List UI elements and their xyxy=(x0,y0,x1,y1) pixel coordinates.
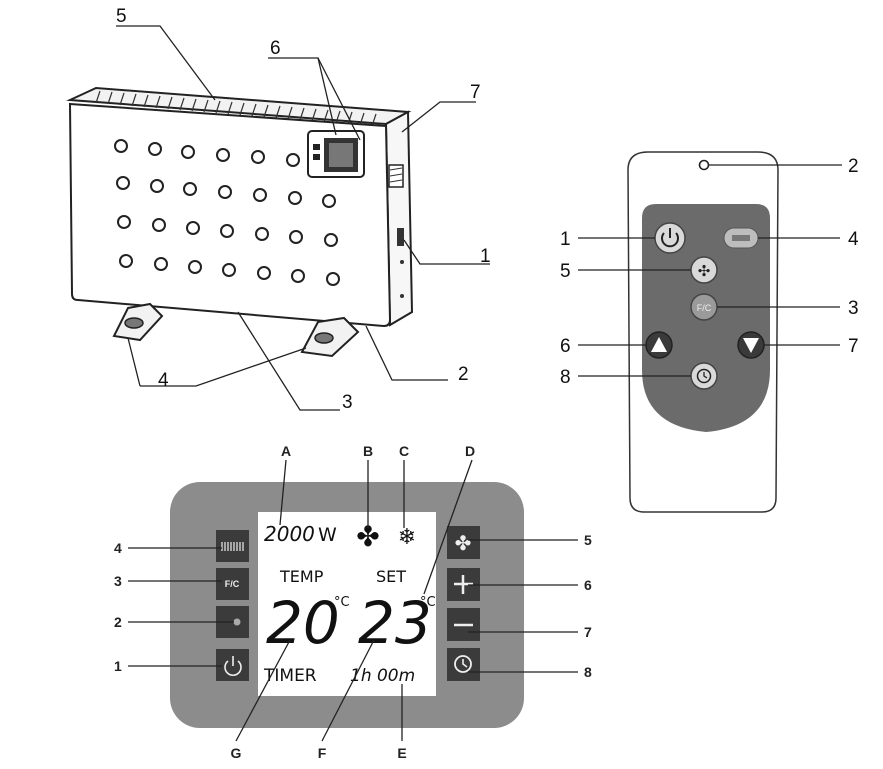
remote-callout: 5 xyxy=(560,261,571,282)
heater-callout: 7 xyxy=(470,82,481,103)
panel-heat-button[interactable] xyxy=(216,530,249,562)
remote-callout: 1 xyxy=(560,229,571,250)
snowflake-icon: ❄ xyxy=(398,525,416,550)
heat-level-icon xyxy=(732,235,750,241)
clock-icon xyxy=(696,368,712,384)
set-temperature-unit: °C xyxy=(420,595,436,610)
power-readout: 2000 xyxy=(264,522,315,546)
remote-control: ✣ F/C xyxy=(627,151,779,513)
remote-leader-lines xyxy=(578,164,842,377)
remote-callout-labels: 2 1 4 5 3 6 7 8 xyxy=(560,156,859,388)
control-panel: F/C ✤ 2000 xyxy=(170,482,524,728)
panel-callout: 1 xyxy=(114,658,122,674)
panel-minus-button[interactable] xyxy=(447,608,480,641)
temp-label: TEMP xyxy=(279,567,324,586)
panel-callout: 7 xyxy=(584,624,592,640)
clock-icon xyxy=(454,655,472,673)
remote-callout: 4 xyxy=(848,229,859,250)
triangle-down-icon xyxy=(743,338,759,353)
heater-callout: 3 xyxy=(342,392,353,413)
room-temperature: 20 xyxy=(266,589,340,657)
remote-down-button[interactable] xyxy=(737,331,765,359)
remote-callout: 3 xyxy=(848,298,859,319)
panel-power-button[interactable] xyxy=(216,649,249,681)
panel-letter: A xyxy=(281,443,291,459)
panel-fan-button[interactable]: ✤ xyxy=(447,526,480,559)
heat-level-icon xyxy=(221,542,244,551)
panel-callout: 6 xyxy=(584,577,592,593)
remote-power-button[interactable] xyxy=(654,222,686,254)
remote-callout: 6 xyxy=(560,336,571,357)
ir-sensor-icon xyxy=(698,159,710,171)
panel-letter: B xyxy=(363,443,373,459)
indicator-dot-icon xyxy=(233,618,241,626)
panel-callout: 3 xyxy=(114,573,122,589)
fan-icon: ✤ xyxy=(455,531,472,555)
timer-label: TIMER xyxy=(263,666,317,686)
heater-callout: 4 xyxy=(158,370,169,391)
heater-callout: 2 xyxy=(458,364,469,385)
timer-readout: 1h 00m xyxy=(350,666,415,686)
panel-callout: 8 xyxy=(584,664,592,680)
heater-callout: 5 xyxy=(116,6,127,27)
heater-illustration xyxy=(66,86,414,358)
set-label: SET xyxy=(376,567,406,586)
svg-text:F/C: F/C xyxy=(225,579,240,589)
panel-leader-lines xyxy=(128,459,578,742)
heater-callout-labels: 5 6 7 1 2 3 4 xyxy=(116,6,491,413)
panel-letter: G xyxy=(231,745,242,761)
power-unit: W xyxy=(318,524,337,546)
remote-fc-button[interactable]: F/C xyxy=(690,293,718,321)
panel-callout: 2 xyxy=(114,614,122,630)
panel-letter: E xyxy=(397,745,406,761)
triangle-up-icon xyxy=(651,337,667,352)
panel-letter: D xyxy=(465,443,475,459)
remote-heat-button[interactable] xyxy=(723,227,759,249)
panel-letter-labels: A B C D E F G xyxy=(231,443,476,761)
lcd-screen xyxy=(258,512,436,696)
panel-fc-button[interactable]: F/C xyxy=(216,568,249,600)
panel-letter: F xyxy=(318,745,327,761)
remote-callout: 2 xyxy=(848,156,859,177)
fan-mode-icon: ✤ xyxy=(356,520,379,553)
remote-callout: 7 xyxy=(848,336,859,357)
heater-callout: 1 xyxy=(480,246,491,267)
remote-callout: 8 xyxy=(560,367,571,388)
panel-letter: C xyxy=(399,443,409,459)
heater-callout: 6 xyxy=(270,38,281,59)
remote-timer-button[interactable] xyxy=(690,362,718,390)
panel-number-labels: 4 3 2 1 5 6 7 8 xyxy=(114,532,592,680)
panel-callout: 4 xyxy=(114,540,122,556)
set-temperature: 23 xyxy=(358,589,432,657)
svg-text:F/C: F/C xyxy=(697,303,712,313)
fan-icon: ✣ xyxy=(698,262,711,280)
remote-fan-button[interactable]: ✣ xyxy=(690,256,718,284)
panel-timer-button[interactable] xyxy=(447,648,480,681)
room-temperature-unit: °C xyxy=(334,595,350,610)
heater-leader-lines xyxy=(116,25,490,411)
panel-callout: 5 xyxy=(584,532,592,548)
remote-up-button[interactable] xyxy=(645,331,673,359)
